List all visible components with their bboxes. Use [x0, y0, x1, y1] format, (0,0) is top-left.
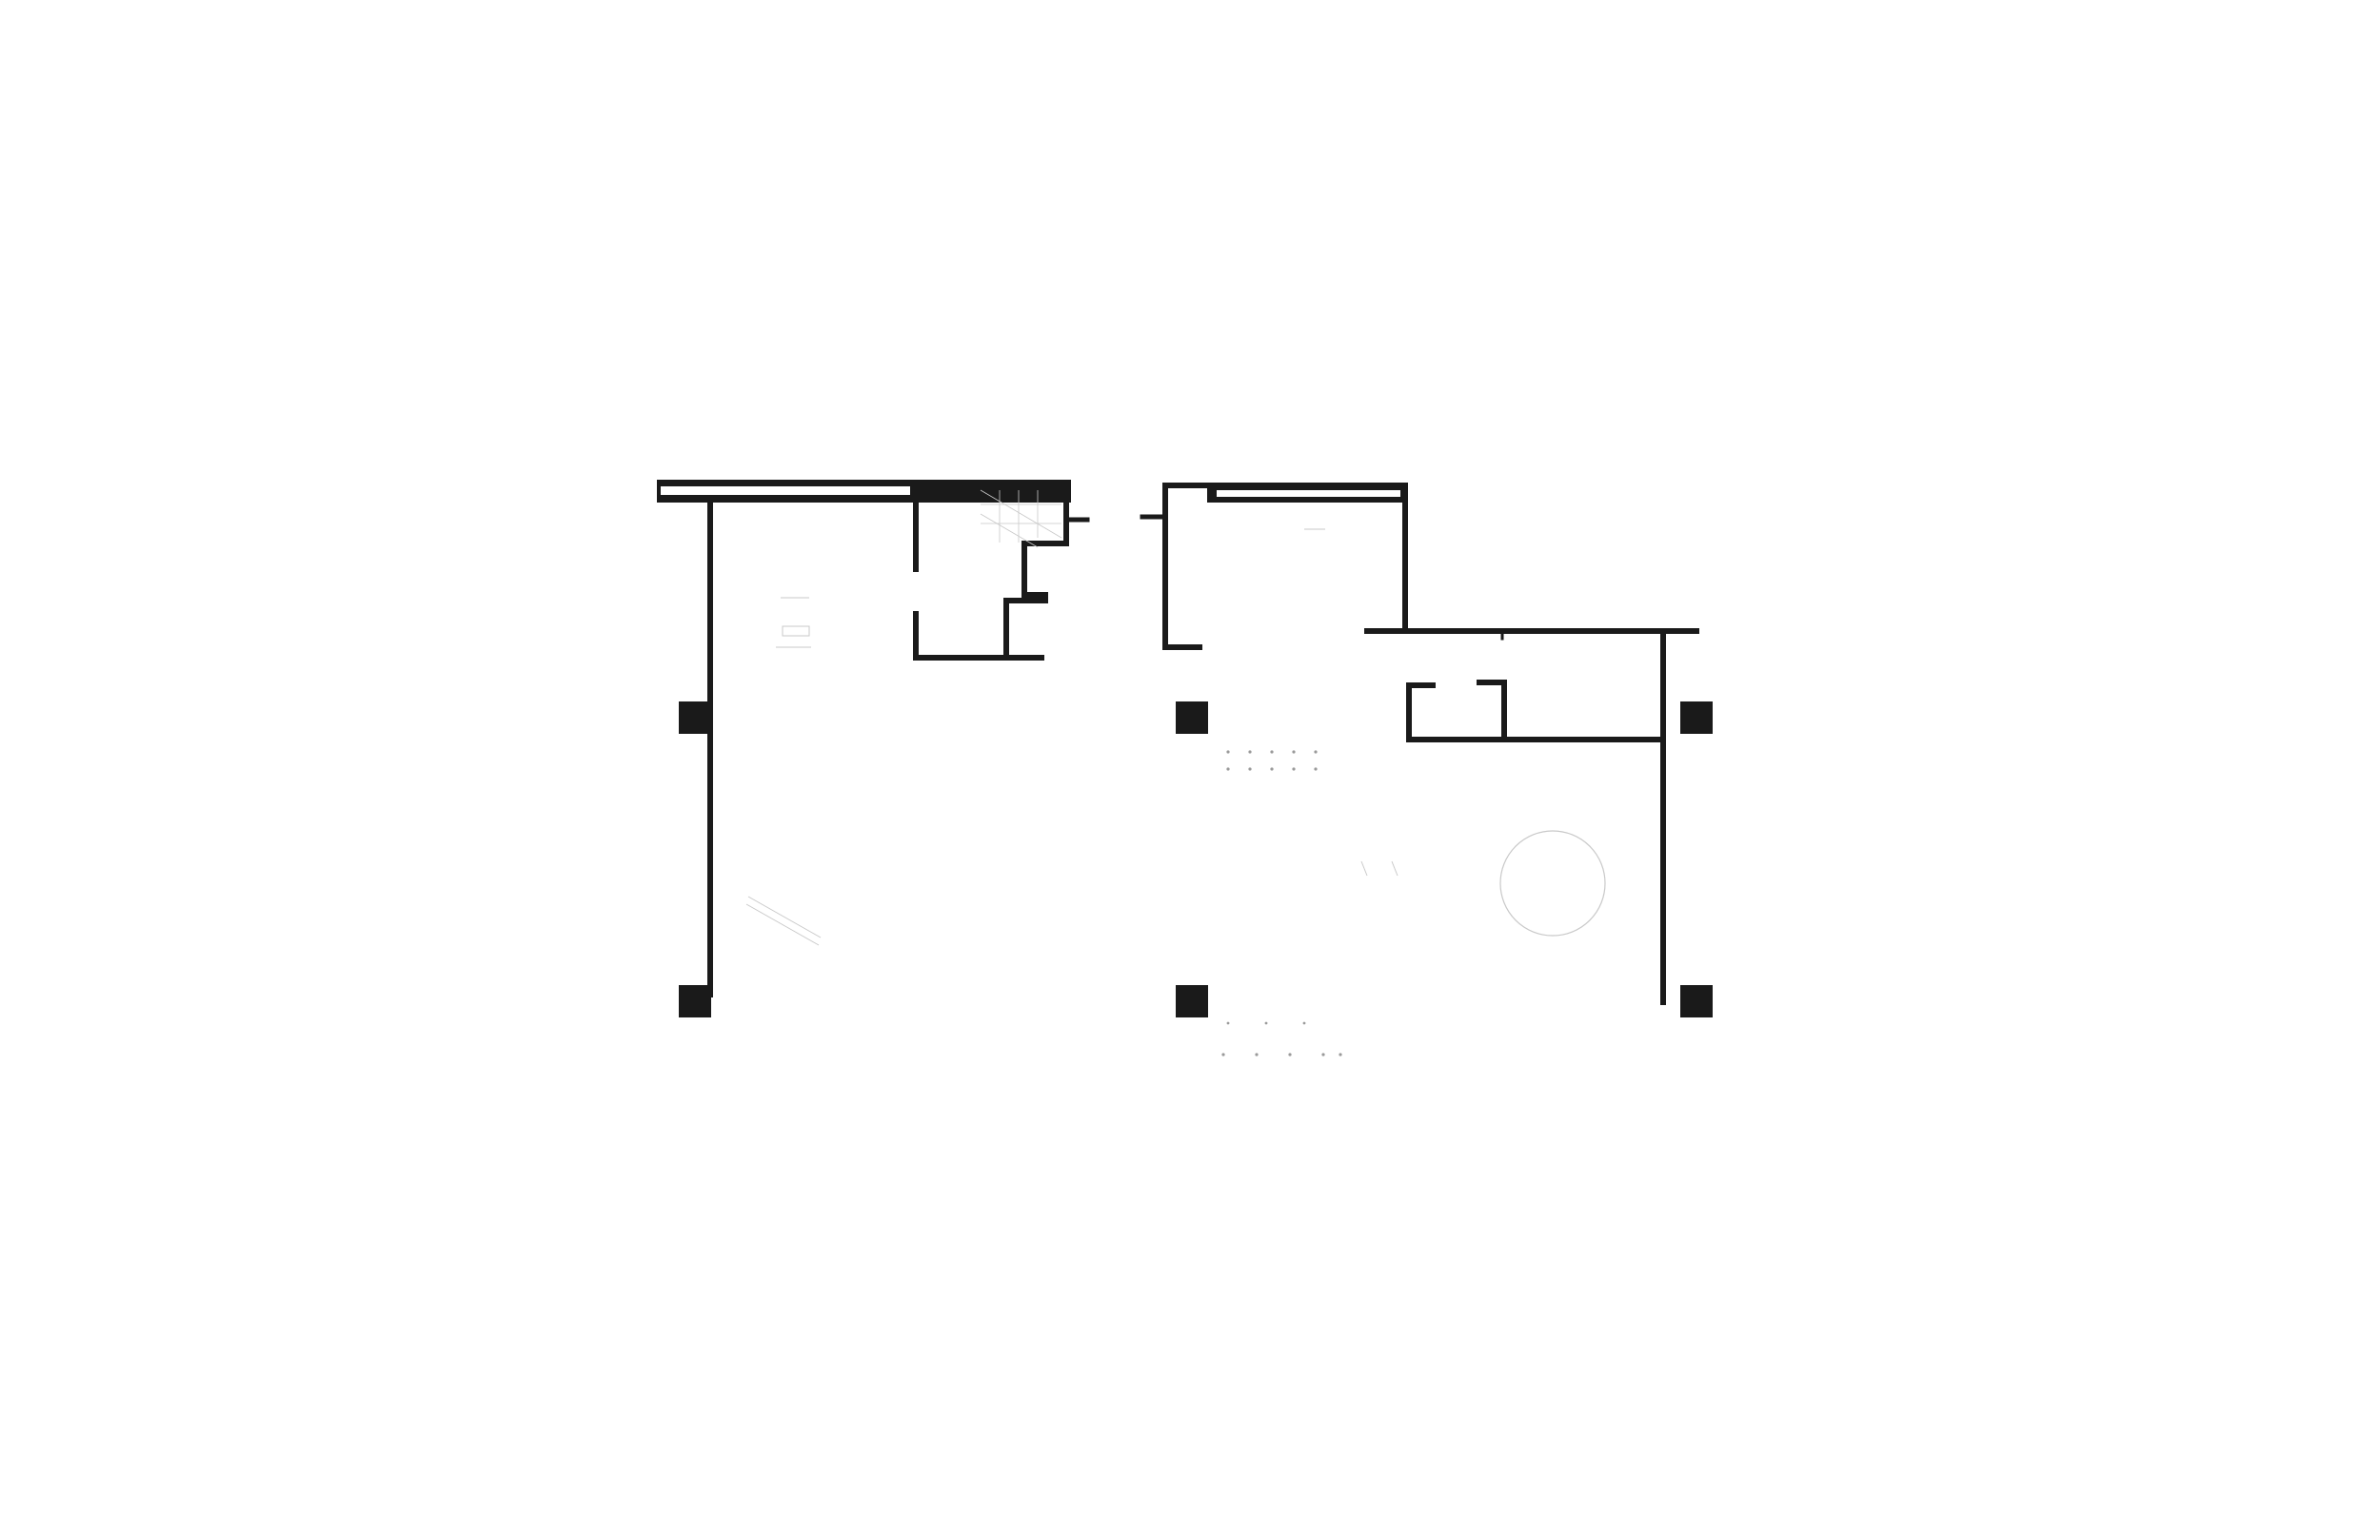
right-faint-marks: [1304, 528, 1398, 877]
stair-hatch: [980, 489, 1062, 548]
structural-column-6: [1680, 985, 1713, 1017]
left-building: [657, 480, 1090, 997]
structural-column-1: [679, 701, 711, 734]
core-outer-wall-lower: [913, 611, 1044, 661]
left-top-wall-glass: [661, 486, 910, 495]
core-right-wall: [1021, 483, 1069, 598]
structural-column-3: [1680, 701, 1713, 734]
right-building: [1140, 483, 1699, 1056]
left-bench: [745, 896, 822, 946]
left-service-core: [913, 483, 1090, 661]
core-lower-wall: [1003, 598, 1048, 661]
structural-columns: [679, 701, 1713, 1017]
left-furniture: [745, 597, 822, 946]
left-desk: [776, 597, 811, 648]
service-room-partition: [1477, 680, 1507, 742]
right-service-room: [1406, 629, 1666, 742]
right-top-wall-glass: [1217, 490, 1400, 497]
service-room-wall: [1406, 682, 1666, 742]
left-top-window-wall: [657, 480, 1071, 503]
structural-column-4: [679, 985, 711, 1017]
right-north-wall: [1162, 483, 1408, 650]
right-top-window-wall: [1207, 485, 1405, 503]
structural-column-5: [1176, 985, 1208, 1017]
right-furniture-dots: [1221, 750, 1342, 1056]
round-table: [1499, 830, 1606, 937]
structural-column-2: [1176, 701, 1208, 734]
